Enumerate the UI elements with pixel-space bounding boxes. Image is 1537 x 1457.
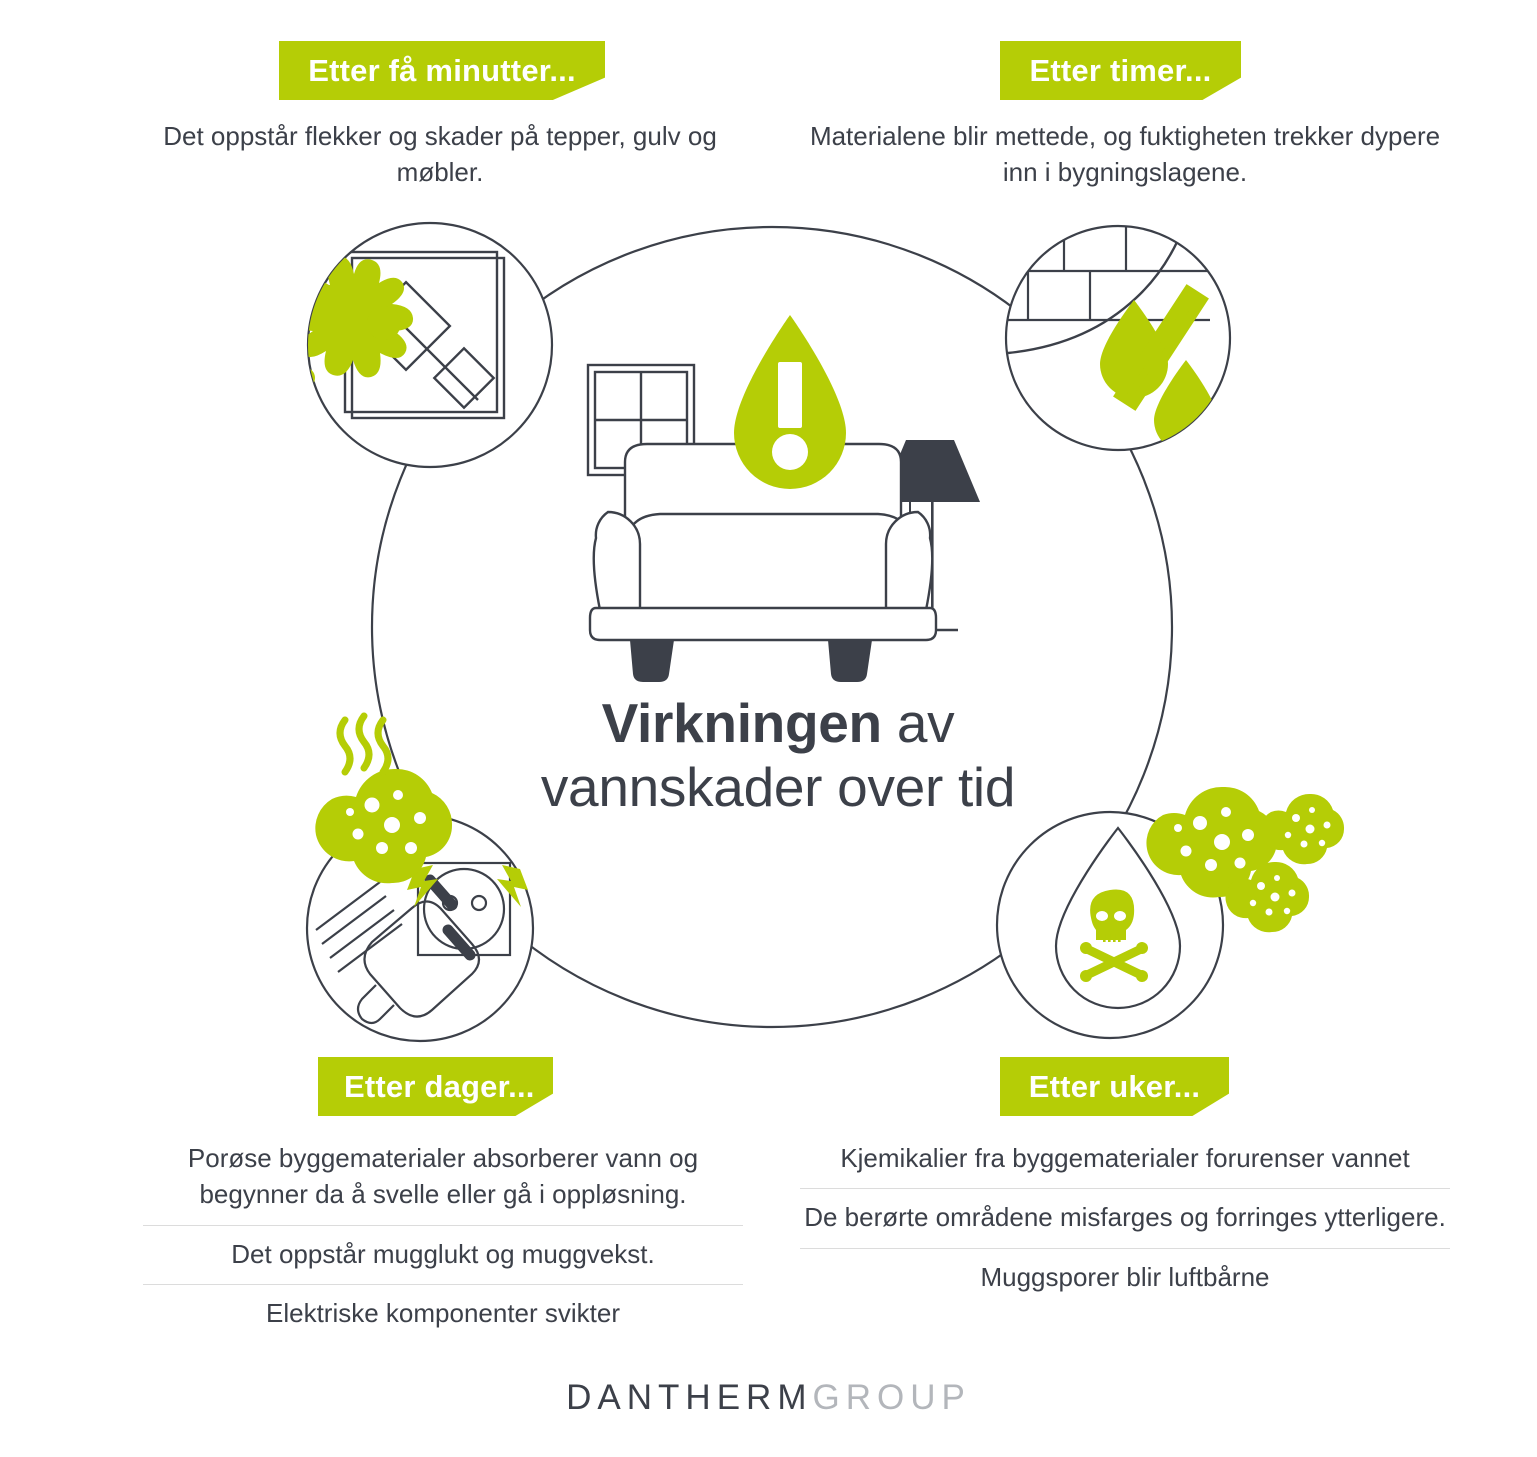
main-circle-outline	[370, 225, 1174, 1029]
list-item: Det oppstår mugglukt og muggvekst.	[143, 1224, 743, 1284]
list-item: Porøse byggematerialer absorberer vann o…	[187, 1143, 699, 1210]
skull-crossbones-icon	[1080, 889, 1148, 982]
sofa-icon	[588, 442, 938, 642]
logo-dantherm: DANTHERM	[566, 1378, 813, 1417]
wet-brick-wall-humidity-icon	[1004, 224, 1232, 452]
list-item: Kjemikalier fra byggematerialer forurens…	[840, 1143, 1410, 1173]
list-item: De berørte områdene misfarges og forring…	[800, 1188, 1450, 1247]
mold-spore-medium-icon	[1260, 793, 1345, 865]
page-title: Virkningen av vannskader over tid	[468, 692, 1088, 820]
badge-after-weeks: Etter uker...	[1000, 1057, 1229, 1116]
description-after-days: Porøse byggematerialer absorberer vann o…	[143, 1130, 743, 1344]
page-title-rest: av	[881, 692, 955, 754]
logo-group: GROUP	[812, 1378, 971, 1417]
living-room-scene	[586, 315, 980, 682]
sofa-legs	[630, 640, 872, 682]
badge-after-days: Etter dager...	[318, 1057, 553, 1116]
list-item: Muggsporer blir luftbårne	[800, 1247, 1450, 1307]
description-after-minutes: Det oppstår flekker og skader på tepper,…	[163, 121, 717, 188]
badge-after-hours: Etter timer...	[1000, 41, 1241, 100]
water-drop-alert-icon	[734, 315, 846, 489]
description-after-hours: Materialene blir mettede, og fuktigheten…	[809, 121, 1441, 188]
mold-spore-large-icon	[1146, 786, 1278, 898]
list-item: Elektriske komponenter svikter	[143, 1284, 743, 1343]
dantherm-group-logo: DANTHERMGROUP	[0, 1378, 1537, 1418]
toxic-droplet-mold-spores-icon	[995, 786, 1345, 1040]
window-icon	[586, 363, 696, 477]
floor-lamp-icon	[880, 440, 980, 632]
mold-spore-small-icon	[1225, 861, 1310, 933]
smell-waves-icon	[336, 712, 392, 776]
page-title-line2: vannskader over tid	[540, 755, 1016, 818]
mold-cloud-icon	[315, 768, 453, 884]
page-title-strong: Virkningen	[601, 692, 883, 754]
description-after-weeks: Kjemikalier fra byggematerialer forurens…	[800, 1130, 1450, 1307]
carpet-stain-icon	[306, 221, 554, 469]
badge-after-minutes: Etter få minutter...	[279, 41, 605, 100]
